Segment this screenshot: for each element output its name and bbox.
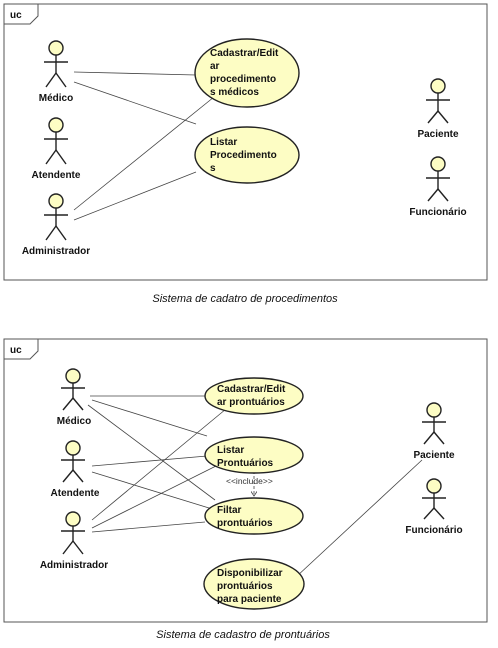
assoc-admin-cadastrar xyxy=(73,96,215,211)
use-case-label-line: Disponibilizar xyxy=(217,568,283,579)
actor-label: Médico xyxy=(57,416,91,427)
assoc-admin-cadastrar xyxy=(91,408,227,521)
diagram-1: uc Cadastrar/Edit ar procedimento s médi… xyxy=(3,3,488,281)
assoc-admin-listar xyxy=(91,465,217,529)
assoc-admin-filtrar xyxy=(91,521,206,533)
use-case-label-line: s médicos xyxy=(210,87,259,98)
diagram-2: uc <<include>> Cadastrar/Edit ar prontuá… xyxy=(3,338,488,623)
actor-funcionario[interactable]: Funcionário xyxy=(409,156,467,218)
use-case-listar-prontuarios[interactable]: Listar Prontuários xyxy=(204,436,304,474)
actor-funcionario[interactable]: Funcionário xyxy=(405,478,463,536)
assoc-admin-listar xyxy=(73,171,197,221)
use-case-label-line: procedimento xyxy=(210,74,276,85)
diagram-1-caption: Sistema de cadatro de procedimentos xyxy=(152,293,338,305)
diagram-2-uc-label: uc xyxy=(10,345,22,356)
use-case-label-line: Listar xyxy=(210,137,237,148)
assoc-medico-cadastrar xyxy=(73,71,197,76)
diagram-1-associations xyxy=(73,71,215,221)
actor-label: Médico xyxy=(39,93,73,104)
use-case-label-line: Cadastrar/Edit xyxy=(210,48,279,59)
actor-label: Funcionário xyxy=(409,207,466,218)
diagram-2-associations xyxy=(87,395,423,578)
actor-administrador[interactable]: Administrador xyxy=(22,193,90,257)
assoc-medico-listar xyxy=(73,81,197,125)
assoc-disponibilizar-paciente xyxy=(295,459,423,578)
actor-label: Funcionário xyxy=(405,525,462,536)
actor-paciente[interactable]: Paciente xyxy=(417,78,459,140)
actor-atendente[interactable]: Atendente xyxy=(32,117,81,181)
actor-medico[interactable]: Médico xyxy=(39,40,73,104)
actor-medico[interactable]: Médico xyxy=(57,368,91,427)
use-case-cadastrar-procedimentos[interactable]: Cadastrar/Edit ar procedimento s médicos xyxy=(194,38,300,108)
use-case-label-line: Listar xyxy=(217,445,244,456)
actor-label: Administrador xyxy=(40,560,108,571)
use-case-label-line: para paciente xyxy=(217,594,282,605)
use-case-listar-procedimentos[interactable]: Listar Procedimento s xyxy=(194,126,300,184)
use-case-label-line: Prontuários xyxy=(217,458,274,469)
use-case-label-line: prontuários xyxy=(217,581,273,592)
use-case-cadastrar-prontuarios[interactable]: Cadastrar/Edit ar prontuários xyxy=(204,377,304,415)
diagram-1-uc-tag xyxy=(3,3,39,25)
diagram-2-caption: Sistema de cadastro de prontuários xyxy=(156,629,330,641)
use-case-label-line: Cadastrar/Edit xyxy=(217,384,286,395)
diagram-1-uc-label: uc xyxy=(10,10,22,21)
include-stereotype-label: <<include>> xyxy=(226,476,273,486)
use-case-label-line: ar xyxy=(210,61,220,72)
use-case-label-line: Procedimento xyxy=(210,150,277,161)
assoc-atendente-listar xyxy=(91,455,208,467)
assoc-medico-listar xyxy=(91,399,208,437)
diagram-2-uc-tag xyxy=(3,338,39,360)
actor-label: Paciente xyxy=(413,450,455,461)
use-case-label-line: Filtar xyxy=(217,505,242,516)
use-case-filtrar-prontuarios[interactable]: Filtar prontuários xyxy=(204,497,304,535)
use-case-label-line: ar prontuários xyxy=(217,397,285,408)
actor-label: Atendente xyxy=(51,488,100,499)
actor-label: Administrador xyxy=(22,246,90,257)
actor-atendente[interactable]: Atendente xyxy=(51,440,100,499)
use-case-label-line: prontuários xyxy=(217,518,273,529)
actor-label: Paciente xyxy=(417,129,459,140)
assoc-atendente-filtrar xyxy=(91,471,210,509)
use-case-label-line: s xyxy=(210,163,216,174)
use-case-disponibilizar-prontuarios[interactable]: Disponibilizar prontuários para paciente xyxy=(203,558,305,610)
actor-label: Atendente xyxy=(32,170,81,181)
actor-paciente[interactable]: Paciente xyxy=(413,402,455,461)
assoc-medico-filtrar xyxy=(87,404,216,501)
actor-administrador[interactable]: Administrador xyxy=(40,511,108,571)
